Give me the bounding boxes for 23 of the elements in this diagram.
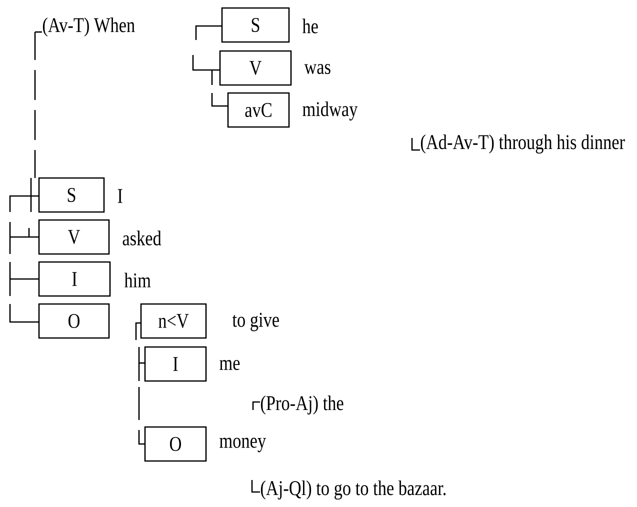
label-box: S — [221, 7, 290, 43]
modifier-text: (Aj-Ql) to go to the bazaar. — [260, 480, 446, 500]
label-box: n<V — [140, 303, 207, 339]
word-text: midway — [302, 101, 358, 121]
word-text: he — [302, 18, 318, 34]
label-box: S — [38, 177, 105, 213]
word-text: me — [220, 360, 240, 370]
word-text: was — [304, 64, 330, 74]
modifier-text: (Pro-Aj) the — [260, 395, 344, 415]
word-text: to give — [232, 312, 279, 332]
label-box: I — [38, 261, 111, 297]
label-box: avC — [227, 92, 290, 128]
label-box: V — [38, 219, 110, 255]
word-text: I — [118, 189, 122, 203]
modifier-text: (Ad-Av-T) through his dinner — [420, 134, 625, 154]
word-text: asked — [122, 230, 162, 246]
modifier-text: (Av-T) When — [42, 17, 135, 37]
word-text: money — [220, 438, 266, 452]
label-box: V — [219, 50, 292, 86]
label-box: O — [144, 426, 207, 462]
label-box: O — [38, 303, 110, 339]
label-box: I — [144, 346, 207, 382]
word-text: him — [124, 272, 151, 288]
